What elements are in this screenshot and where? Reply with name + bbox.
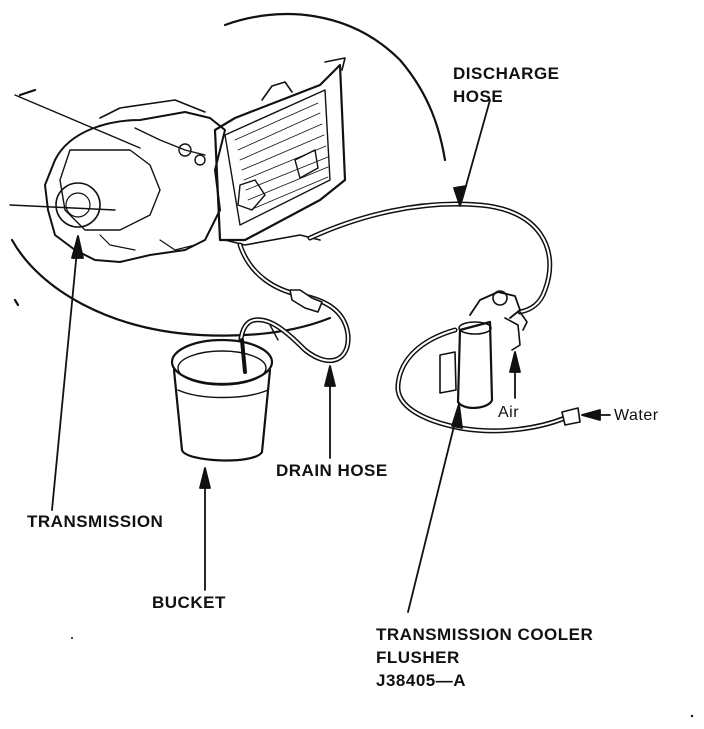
flusher-canister — [439, 290, 528, 409]
vehicle-body-outline — [10, 12, 447, 337]
bucket — [170, 338, 274, 462]
label-discharge-hose-line2: HOSE — [453, 87, 504, 106]
label-discharge-hose-line1: DISCHARGE — [453, 64, 560, 83]
label-transmission: TRANSMISSION — [27, 512, 164, 531]
label-flusher-line2: FLUSHER — [376, 648, 460, 667]
transmission-housing — [9, 94, 226, 263]
label-drain-hose: DRAIN HOSE — [276, 461, 388, 480]
label-water: Water — [614, 407, 659, 424]
label-bucket: BUCKET — [152, 593, 226, 612]
leader-lines — [51, 99, 611, 613]
label-flusher-line3: J38405—A — [376, 671, 467, 690]
label-flusher-line1: TRANSMISSION COOLER — [376, 625, 594, 644]
radiator — [213, 57, 347, 246]
label-air: Air — [498, 404, 520, 421]
